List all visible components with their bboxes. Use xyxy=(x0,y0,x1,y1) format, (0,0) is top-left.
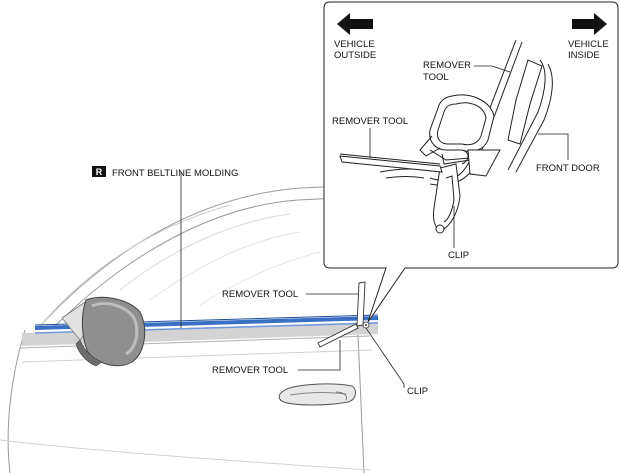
remover-tool-upper-label: REMOVER TOOL xyxy=(222,289,298,300)
detail-front-door-label: FRONT DOOR xyxy=(536,163,600,174)
detail-remover-tool xyxy=(339,149,501,177)
detail-remover-tool-top-label-2: TOOL xyxy=(423,72,449,83)
badge-label: R xyxy=(96,167,103,177)
vehicle-inside-arrow-icon xyxy=(572,13,607,35)
remover-tool-lower-label: REMOVER TOOL xyxy=(212,365,288,376)
side-mirror xyxy=(61,296,146,367)
vehicle-outside-label-2: OUTSIDE xyxy=(334,50,376,61)
front-beltline-molding-label: FRONT BELTLINE MOLDING xyxy=(112,168,238,179)
vehicle-outside-label-1: VEHICLE xyxy=(334,39,375,50)
detail-remover-tool-top-label-1: REMOVER xyxy=(423,60,471,71)
door-handle xyxy=(278,383,356,406)
detail-clip-label: CLIP xyxy=(448,250,469,261)
clip-on-door xyxy=(362,321,370,329)
door-body xyxy=(0,185,373,473)
vehicle-outside-arrow-icon xyxy=(337,13,373,35)
detail-remover-tool-left-label: REMOVER TOOL xyxy=(332,116,408,127)
remover-tool-lower xyxy=(317,323,359,348)
vehicle-inside-label-2: INSIDE xyxy=(568,50,600,61)
badge-r: R xyxy=(92,166,106,177)
leader-lines xyxy=(180,65,569,388)
vehicle-inside-label-1: VEHICLE xyxy=(568,39,609,50)
detail-clip xyxy=(433,163,461,234)
clip-label: CLIP xyxy=(407,386,428,397)
detail-molding-profile xyxy=(419,94,495,165)
